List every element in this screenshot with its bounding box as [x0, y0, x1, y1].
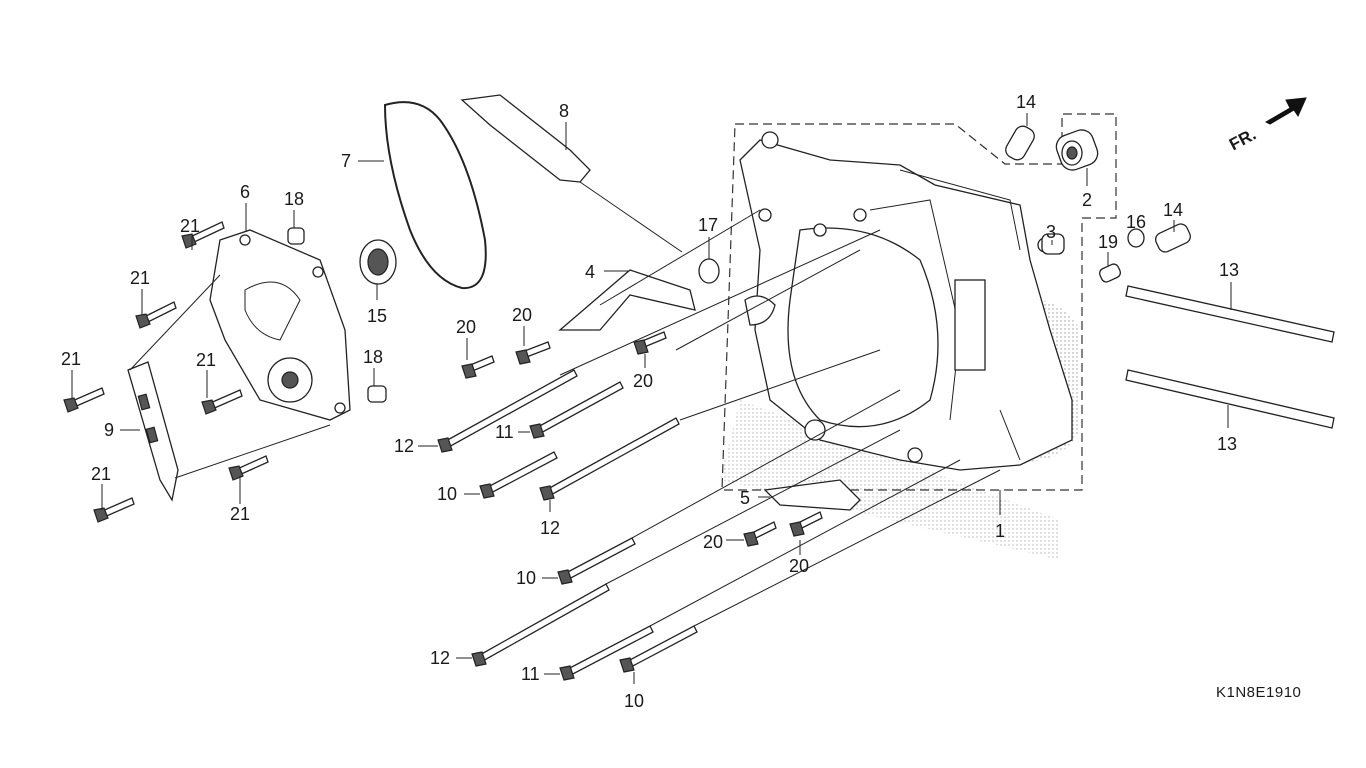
callout-12c: 12 — [430, 648, 450, 668]
callout-21f: 21 — [91, 464, 111, 484]
bushing-part-2 — [1055, 129, 1099, 171]
callout-18a: 18 — [284, 189, 304, 209]
callout-15: 15 — [367, 306, 387, 326]
callout-21a: 21 — [180, 216, 200, 236]
dipstick-part-8 — [460, 94, 683, 253]
bolts-group — [63, 221, 823, 681]
stud-bolt-part-13a — [1125, 285, 1335, 343]
dowel-pin-part-14a — [1005, 125, 1035, 161]
assembly-lines — [129, 209, 1001, 627]
callout-16: 16 — [1126, 212, 1146, 232]
callout-18b: 18 — [363, 347, 383, 367]
dowel-pin-part-3 — [1041, 233, 1065, 255]
callout-21d: 21 — [196, 350, 216, 370]
callout-9: 9 — [104, 420, 114, 440]
callout-7: 7 — [341, 151, 351, 171]
gasket-part-7 — [383, 101, 487, 290]
callout-11b: 11 — [521, 664, 540, 684]
callout-11a: 11 — [495, 422, 514, 442]
callout-6: 6 — [240, 182, 250, 202]
callout-1: 1 — [995, 521, 1005, 541]
diagram-reference-code: K1N8E1910 — [1216, 684, 1302, 701]
collar-part-18b — [367, 385, 387, 403]
callout-14b: 14 — [1163, 200, 1183, 220]
front-direction-label: FR. — [1226, 125, 1259, 155]
o-ring-part-16 — [1127, 228, 1145, 248]
callout-13a: 13 — [1219, 260, 1239, 280]
callouts: 1 2 3 4 5 6 7 8 9 10 10 10 11 11 12 12 1… — [61, 92, 1239, 711]
dowel-pin-part-19 — [1098, 263, 1122, 283]
o-ring-part-17 — [698, 258, 720, 284]
callout-21b: 21 — [130, 268, 150, 288]
callout-14a: 14 — [1016, 92, 1036, 112]
oil-seal-part-15 — [359, 239, 397, 285]
callout-12a: 12 — [394, 436, 414, 456]
callout-20c: 20 — [633, 371, 653, 391]
callout-leaders — [71, 113, 1232, 684]
callout-17: 17 — [698, 215, 718, 235]
cover-part-6 — [209, 229, 351, 421]
callout-21c: 21 — [61, 349, 81, 369]
dowel-pin-part-14b — [1155, 223, 1191, 253]
callout-10c: 10 — [624, 691, 644, 711]
callout-20a: 20 — [456, 317, 476, 337]
bracket-part-5 — [763, 479, 861, 511]
callout-21e: 21 — [230, 504, 250, 524]
front-direction-indicator: FR. — [1226, 97, 1307, 155]
callout-12b: 12 — [540, 518, 560, 538]
stud-bolt-part-13b — [1125, 369, 1335, 429]
crankcase-part-1 — [739, 131, 1073, 471]
collar-part-18a — [287, 227, 305, 245]
callout-4: 4 — [585, 262, 595, 282]
callout-13b: 13 — [1217, 434, 1237, 454]
bracket-part-4 — [558, 269, 696, 331]
callout-20d: 20 — [703, 532, 723, 552]
bracket-part-9 — [127, 361, 179, 502]
callout-2: 2 — [1082, 190, 1092, 210]
callout-10b: 10 — [516, 568, 536, 588]
callout-10a: 10 — [437, 484, 457, 504]
callout-8: 8 — [559, 101, 569, 121]
callout-19: 19 — [1098, 232, 1118, 252]
callout-20e: 20 — [789, 556, 809, 576]
callout-5: 5 — [740, 488, 750, 508]
callout-3: 3 — [1046, 222, 1056, 242]
front-arrow-icon — [1264, 97, 1307, 125]
callout-20b: 20 — [512, 305, 532, 325]
